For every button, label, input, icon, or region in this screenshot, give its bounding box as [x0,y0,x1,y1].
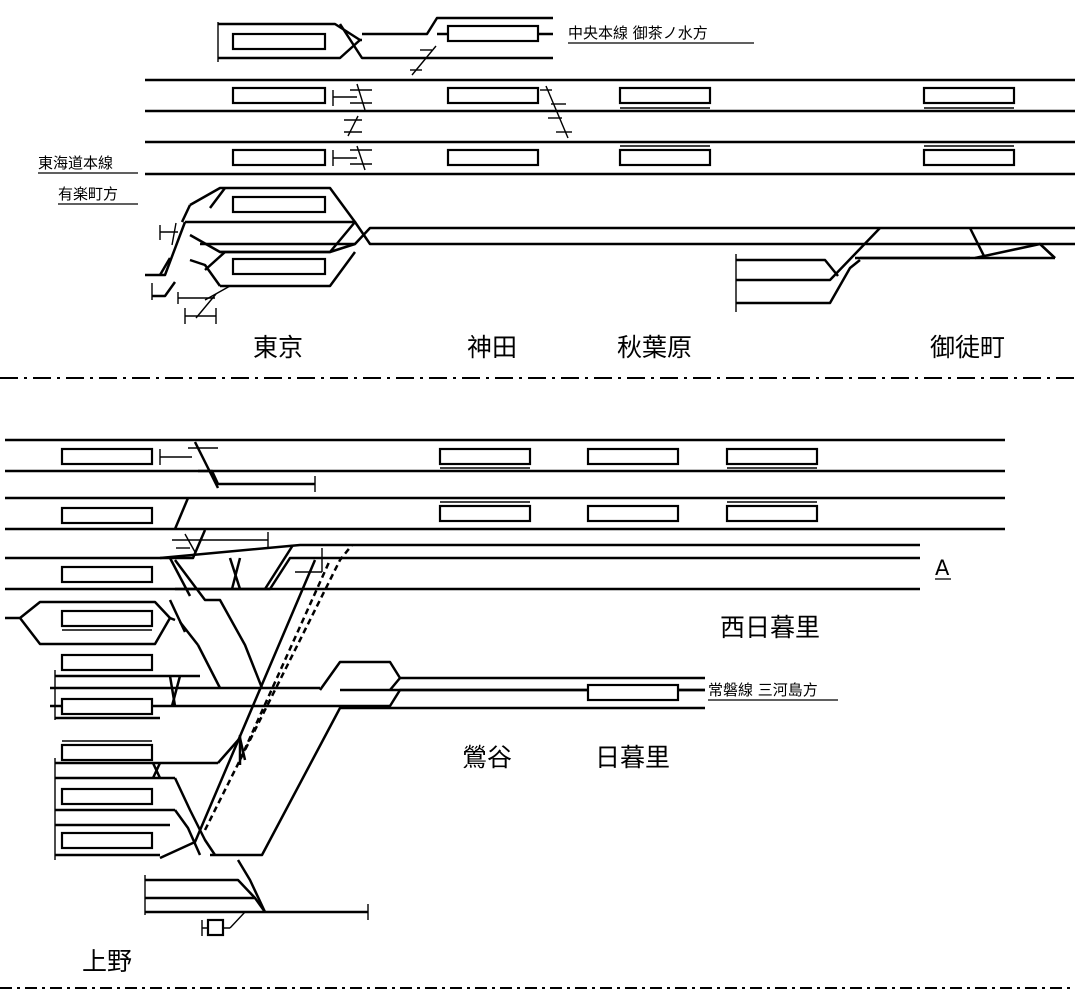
ueno-crossings [159,441,323,689]
platform-nishinippori-1 [725,447,819,466]
marker-a-label: A [935,556,950,580]
ueno-platform-tracks [5,600,247,860]
upper-crossovers [332,83,572,171]
direction-labels-top: 中央本線 御茶ノ水方 東海道本線 有楽町方 [38,24,754,205]
platform-tokyo-3 [231,195,327,214]
platform-nippori-2 [586,504,680,523]
ueno-bottom-yard [144,859,369,937]
platform-tokyo-2 [231,148,327,167]
platform-ueno-1 [60,447,154,466]
platform-kanda-1 [446,86,540,105]
platform-okachimachi-1 [922,86,1016,105]
station-label-nishinippori: 西日暮里 [720,613,820,642]
platform-ueno-8 [60,787,154,806]
chuo-direction-label: 中央本線 御茶ノ水方 [568,24,708,42]
platform-tokyo-chuo [231,32,327,51]
main-tracks-upper [145,78,1075,176]
platform-nippori-1 [586,447,680,466]
station-label-kanda: 神田 [467,333,517,362]
platform-ueno-4 [60,609,154,628]
platform-ueno-3 [60,565,154,584]
tokaido-direction-label-1: 東海道本線 [38,154,113,172]
platform-ueno-9 [60,831,154,850]
joban-direction-label: 常磐線 三河島方 [708,681,818,699]
platform-ueno-5 [60,653,154,672]
platform-ueno-2 [60,506,154,525]
platform-uguisudani-1 [438,447,532,466]
station-label-nippori: 日暮里 [595,743,670,772]
station-label-ueno: 上野 [82,947,132,976]
upper-platforms [231,86,1016,167]
platform-ueno-7 [60,743,154,762]
station-label-tokyo: 東京 [253,333,303,362]
platform-ueno-6 [60,697,154,716]
signal-box [206,918,225,937]
station-label-okachimachi: 御徒町 [930,333,1005,362]
lower-tokyo-tracks [145,186,1075,324]
platform-nishinippori-2 [725,504,819,523]
station-label-akihabara: 秋葉原 [617,333,692,362]
platform-kanda-2 [446,148,540,167]
main-tracks-lower [5,438,1005,591]
platform-tokyo-1 [231,86,327,105]
platform-akihabara-2 [618,148,712,167]
platform-akihabara-1 [618,86,712,105]
section-tokyo-okachimachi: 中央本線 御茶ノ水方 東海道本線 有楽町方 東京 神田 秋葉原 御徒町 [38,16,1075,362]
platform-nippori-joban [586,683,680,702]
platform-tokyo-4 [231,257,327,276]
platform-okachimachi-2 [922,148,1016,167]
station-label-uguisudani: 鶯谷 [462,743,512,772]
platform-uguisudani-2 [438,504,532,523]
tokaido-direction-label-2: 有楽町方 [58,185,118,203]
platform-kanda-chuo [446,24,540,43]
lower-platforms [60,447,819,850]
chuo-line-tracks [217,16,553,76]
section-ueno-nishinippori: A 常磐線 三河島方 西日暮里 鶯谷 日暮里 上野 [5,438,1005,976]
